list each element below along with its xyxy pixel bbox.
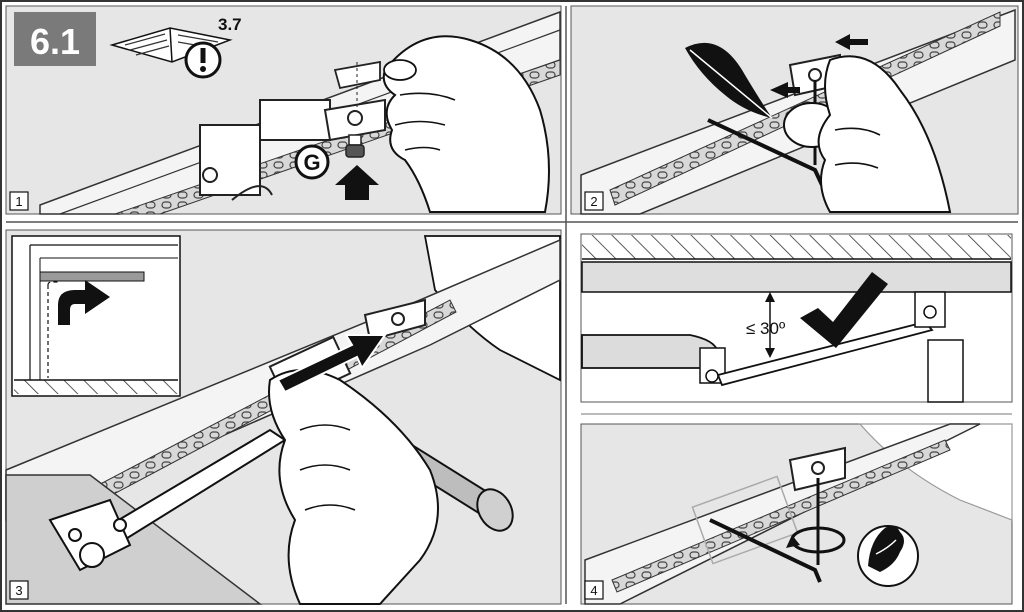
hand-1 bbox=[382, 35, 550, 213]
g-badge-label: G bbox=[303, 150, 320, 175]
panel-number-4: 4 bbox=[590, 583, 597, 598]
bracket-g bbox=[323, 60, 386, 158]
push-up-arrow bbox=[335, 165, 379, 200]
panel-2: 2 bbox=[570, 5, 1019, 215]
hand-3 bbox=[268, 369, 439, 605]
inset-diagram bbox=[11, 235, 181, 397]
trolley bbox=[199, 99, 331, 201]
panel-1: G 6.1 3.7 1 bbox=[5, 5, 562, 215]
section-badge bbox=[14, 12, 96, 66]
rotate-arrow-icon bbox=[786, 526, 846, 554]
panel-3: 3 bbox=[5, 229, 562, 605]
manual-icon bbox=[109, 27, 233, 63]
direction-arrow bbox=[276, 334, 387, 394]
hand-2 bbox=[817, 55, 952, 213]
section-label: 6.1 bbox=[30, 21, 80, 62]
g-badge: G bbox=[294, 144, 330, 180]
checkmark-icon bbox=[800, 272, 888, 348]
angle-panel: ≤ 30º bbox=[580, 233, 1013, 403]
inset-arrow bbox=[58, 280, 110, 325]
manual-reference: 3.7 bbox=[218, 15, 242, 34]
panel-number-1: 1 bbox=[15, 194, 22, 209]
direction-arrow bbox=[835, 34, 868, 50]
panel-number-3: 3 bbox=[15, 583, 22, 598]
panel-4: 4 bbox=[580, 423, 1013, 605]
door-bracket bbox=[48, 498, 132, 572]
angle-note: ≤ 30º bbox=[746, 319, 785, 338]
strength-icon bbox=[857, 525, 919, 587]
panel-number-2: 2 bbox=[590, 194, 597, 209]
warning-icon bbox=[184, 41, 222, 79]
direction-arrow bbox=[770, 82, 800, 98]
